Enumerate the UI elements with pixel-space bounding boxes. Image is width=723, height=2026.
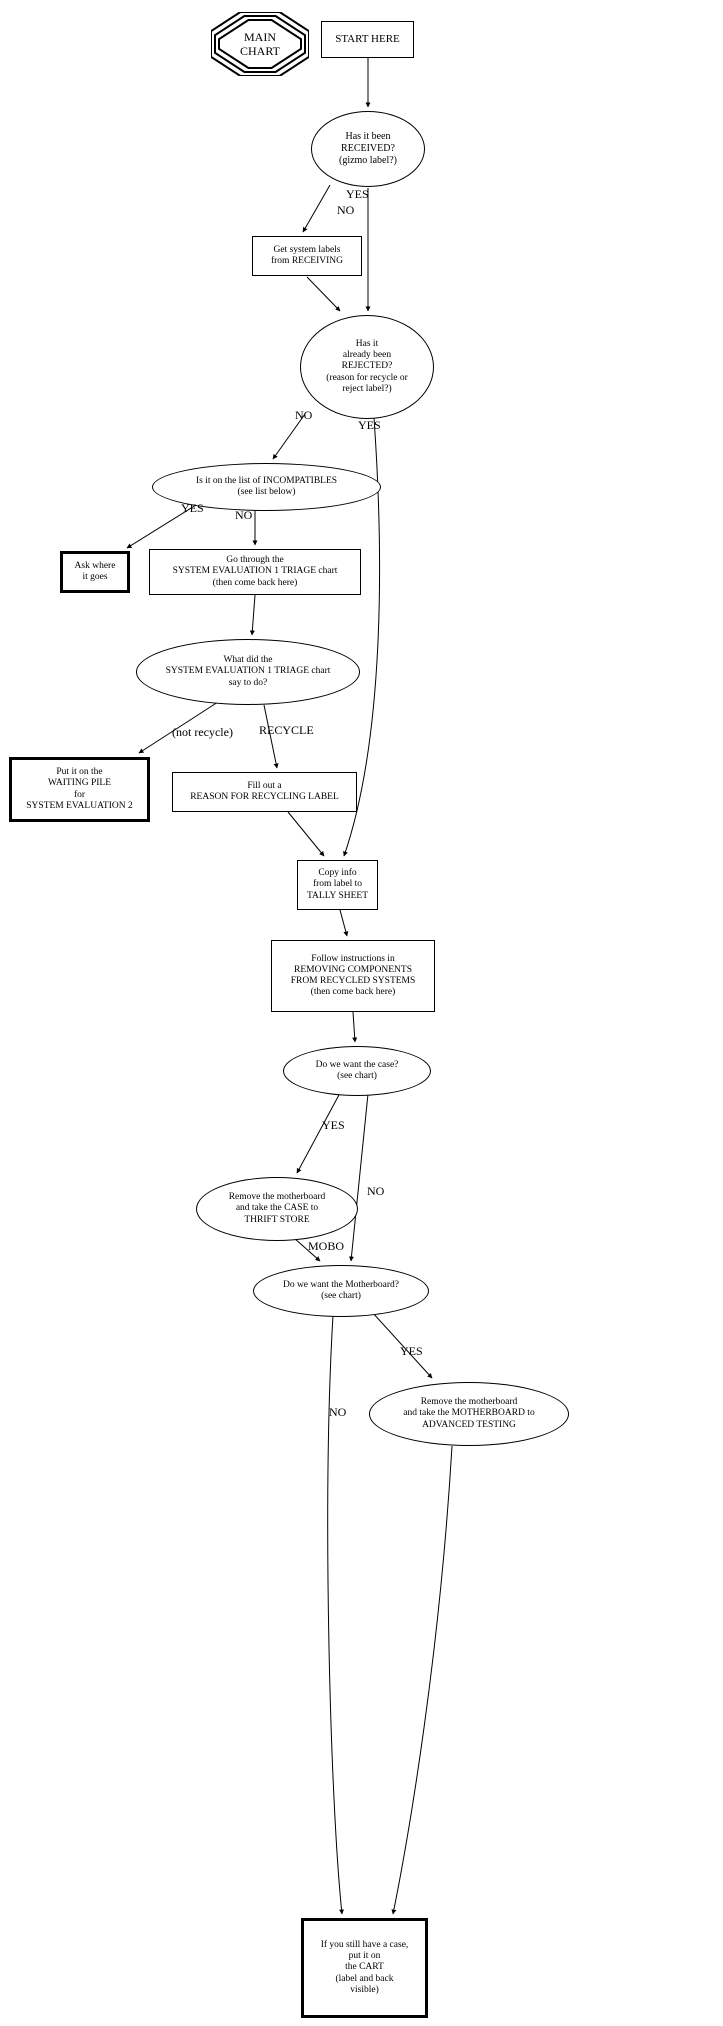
node-removing-components[interactable]: Follow instructions in REMOVING COMPONEN…: [271, 940, 435, 1012]
node-cart[interactable]: If you still have a case, put it on the …: [301, 1918, 428, 2018]
edge-label-case-yes: YES: [322, 1118, 345, 1132]
node-ask-where[interactable]: Ask where it goes: [60, 551, 130, 593]
flow-edge: [339, 909, 349, 937]
node-triage-result[interactable]: What did the SYSTEM EVALUATION 1 TRIAGE …: [136, 639, 360, 705]
octagon-shape: [211, 12, 309, 76]
edge-label-received-yes: YES: [346, 187, 369, 201]
edge-label-rejected-yes: YES: [358, 418, 381, 432]
flow-edge: [249, 594, 256, 636]
node-triage-chart[interactable]: Go through the SYSTEM EVALUATION 1 TRIAG…: [149, 549, 361, 595]
flow-edge: [348, 1093, 369, 1262]
node-incompatibles[interactable]: Is it on the list of INCOMPATIBLES (see …: [152, 463, 381, 511]
flow-edge: [302, 184, 331, 233]
node-main-chart-label: MAIN CHART: [240, 29, 280, 58]
edge-label-incompat-no: NO: [235, 508, 253, 522]
node-main-chart[interactable]: MAIN CHART: [211, 12, 309, 76]
flow-edge: [296, 1092, 341, 1174]
flow-edge: [287, 811, 325, 857]
node-start-here[interactable]: START HERE: [321, 21, 414, 58]
node-thrift-store[interactable]: Remove the motherboard and take the CASE…: [196, 1177, 358, 1241]
edge-label-incompat-yes: YES: [181, 501, 204, 515]
edge-label-mobo-no: NO: [329, 1405, 347, 1419]
edge-label-rejected-no: NO: [295, 408, 313, 422]
flow-edge: [306, 276, 341, 312]
edge-label-received-no: NO: [337, 203, 355, 217]
node-tally-sheet[interactable]: Copy info from label to TALLY SHEET: [297, 860, 378, 910]
node-advanced-testing[interactable]: Remove the motherboard and take the MOTH…: [369, 1382, 569, 1446]
edge-label-mobo-label: MOBO: [308, 1239, 345, 1253]
edge-label-case-no: NO: [367, 1184, 385, 1198]
node-rejected[interactable]: Has it already been REJECTED? (reason fo…: [300, 315, 434, 419]
flow-edge: [352, 1011, 358, 1043]
node-received[interactable]: Has it been RECEIVED? (gizmo label?): [311, 111, 425, 187]
node-recycling-label[interactable]: Fill out a REASON FOR RECYCLING LABEL: [172, 772, 357, 812]
edge-label-mobo-yes: YES: [400, 1344, 423, 1358]
flow-edge: [391, 1445, 453, 1915]
node-get-system-labels[interactable]: Get system labels from RECEIVING: [252, 236, 362, 276]
node-want-motherboard[interactable]: Do we want the Motherboard? (see chart): [253, 1265, 429, 1317]
edge-label-not-recycle: (not recycle): [172, 725, 233, 739]
edge-label-recycle: RECYCLE: [259, 723, 314, 737]
node-want-case[interactable]: Do we want the case? (see chart): [283, 1046, 431, 1096]
node-waiting-pile[interactable]: Put it on the WAITING PILE for SYSTEM EV…: [9, 757, 150, 822]
